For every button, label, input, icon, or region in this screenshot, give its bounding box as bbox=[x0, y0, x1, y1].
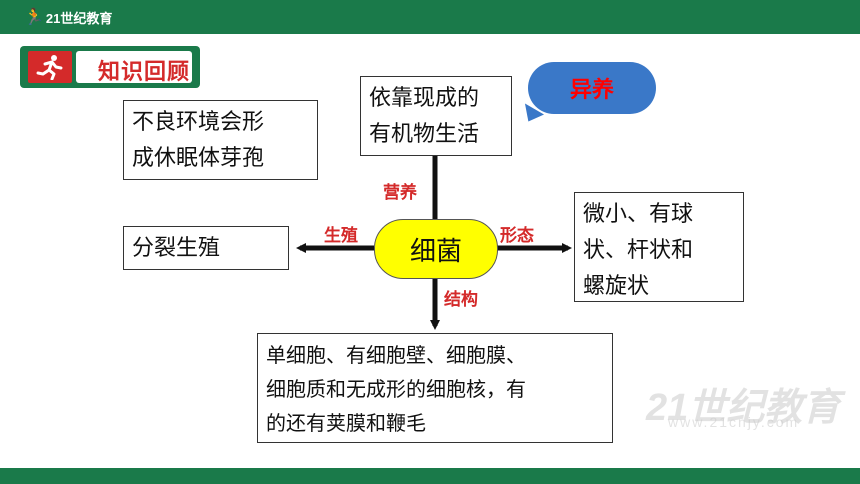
section-title: 知识回顾 bbox=[98, 60, 191, 85]
label-nutrition: 营养 bbox=[383, 183, 417, 203]
heterotroph-bubble: 异养 bbox=[528, 62, 656, 114]
box-reproduction-line-1: 分裂生殖 bbox=[132, 236, 221, 261]
box-spore-line-2: 成休眠体芽孢 bbox=[132, 146, 265, 171]
box-spore: 不良环境会形 成休眠体芽孢 bbox=[123, 100, 318, 180]
box-nutrition-line-1: 依靠现成的 bbox=[369, 86, 480, 111]
watermark: 21世纪教育 bbox=[646, 387, 841, 429]
section-tag: 知识回顾 bbox=[20, 46, 200, 88]
bottom-bar bbox=[0, 468, 860, 484]
running-person-icon bbox=[36, 55, 63, 80]
box-structure-line-2: 细胞质和无成形的细胞核，有 bbox=[266, 377, 526, 401]
label-reproduction: 生殖 bbox=[324, 226, 358, 246]
section-tag-icon-box bbox=[28, 51, 72, 83]
watermark-url: www.21cnjy.com bbox=[668, 414, 800, 430]
box-spore-line-1: 不良环境会形 bbox=[132, 110, 265, 135]
label-morphology: 形态 bbox=[500, 226, 534, 246]
box-structure: 单细胞、有细胞壁、细胞膜、 细胞质和无成形的细胞核，有 的还有荚膜和鞭毛 bbox=[257, 333, 613, 443]
logo-text: 21世纪教育 bbox=[45, 10, 113, 26]
box-reproduction: 分裂生殖 bbox=[123, 226, 289, 270]
label-structure: 结构 bbox=[444, 290, 478, 310]
top-bar: 🏃 21世纪教育 bbox=[0, 0, 860, 34]
box-nutrition: 依靠现成的 有机物生活 bbox=[360, 76, 512, 156]
box-structure-line-3: 的还有荚膜和鞭毛 bbox=[266, 411, 426, 435]
box-morphology-line-2: 状、杆状和 bbox=[583, 238, 694, 263]
center-node: 细菌 bbox=[374, 219, 498, 279]
box-morphology-line-3: 螺旋状 bbox=[583, 274, 650, 299]
logo: 🏃 21世纪教育 bbox=[24, 6, 112, 28]
box-morphology: 微小、有球 状、杆状和 螺旋状 bbox=[574, 192, 744, 302]
running-figure-icon: 🏃 bbox=[24, 9, 44, 26]
box-structure-line-1: 单细胞、有细胞壁、细胞膜、 bbox=[266, 343, 526, 367]
box-morphology-line-1: 微小、有球 bbox=[583, 202, 694, 227]
section-tag-label-bg bbox=[76, 51, 192, 83]
box-nutrition-line-2: 有机物生活 bbox=[369, 122, 480, 147]
